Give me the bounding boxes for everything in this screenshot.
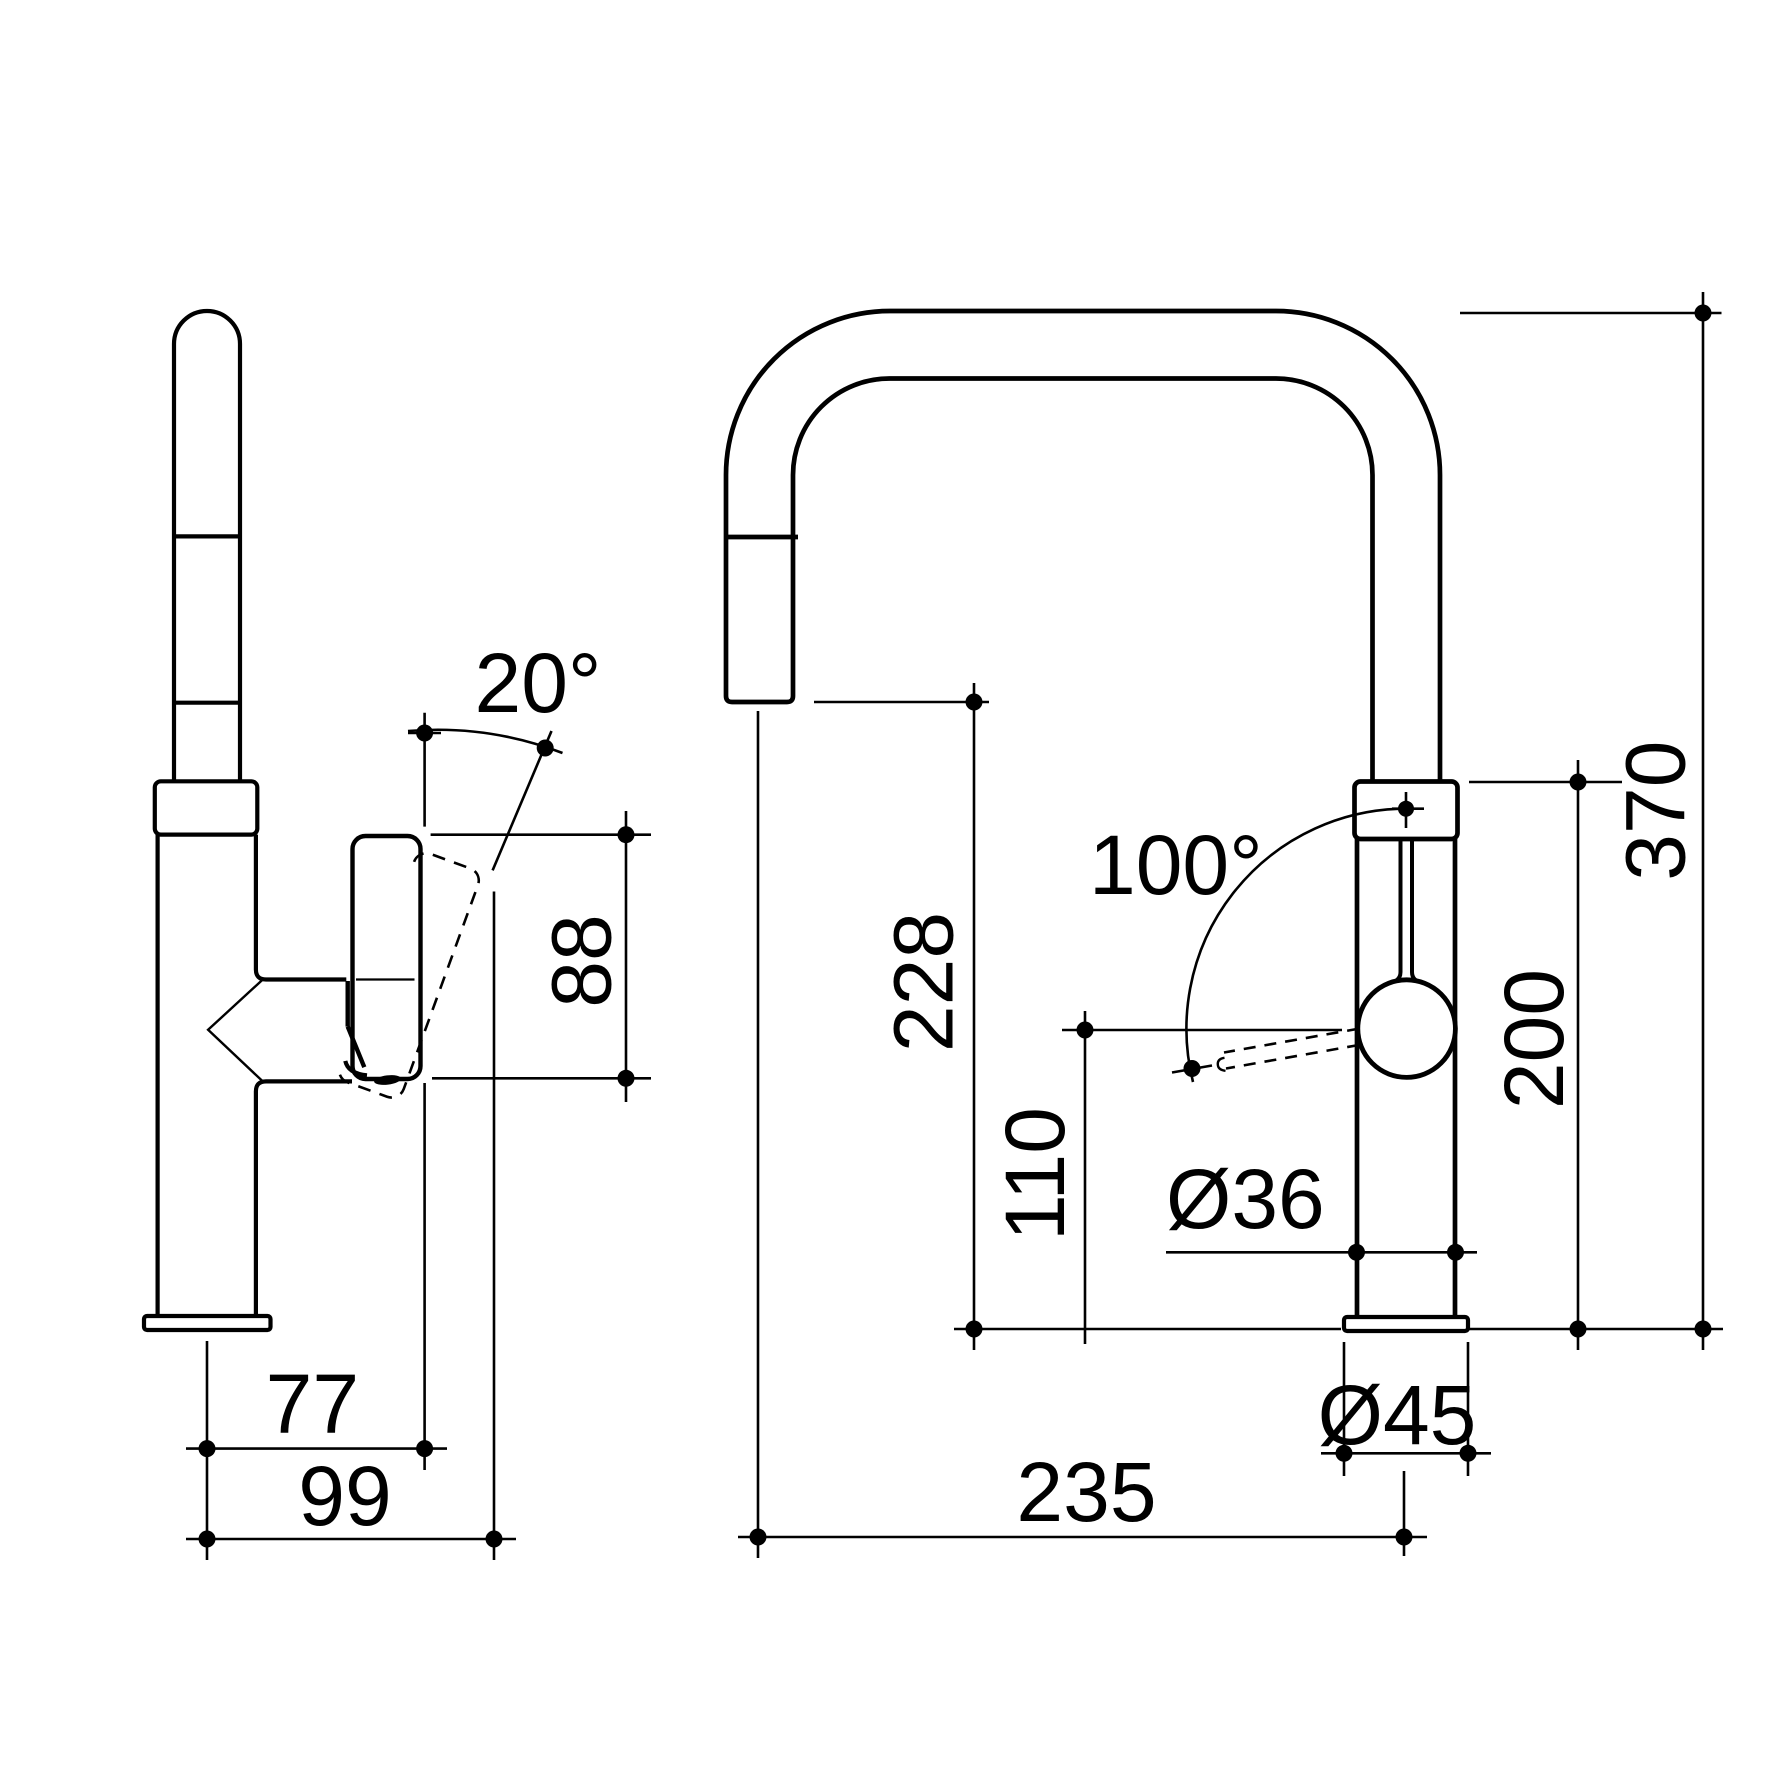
svg-text:110: 110 — [988, 1107, 1082, 1241]
svg-text:228: 228 — [877, 912, 971, 1052]
svg-text:370: 370 — [1608, 741, 1702, 881]
svg-text:77: 77 — [266, 1357, 359, 1451]
svg-text:Ø45: Ø45 — [1318, 1368, 1477, 1462]
svg-text:88: 88 — [535, 914, 629, 1007]
svg-text:Ø36: Ø36 — [1166, 1152, 1325, 1246]
svg-text:99: 99 — [298, 1449, 391, 1543]
svg-text:100°: 100° — [1089, 818, 1263, 912]
svg-text:200: 200 — [1487, 969, 1581, 1109]
svg-text:235: 235 — [1016, 1445, 1156, 1539]
svg-text:20°: 20° — [474, 636, 601, 730]
